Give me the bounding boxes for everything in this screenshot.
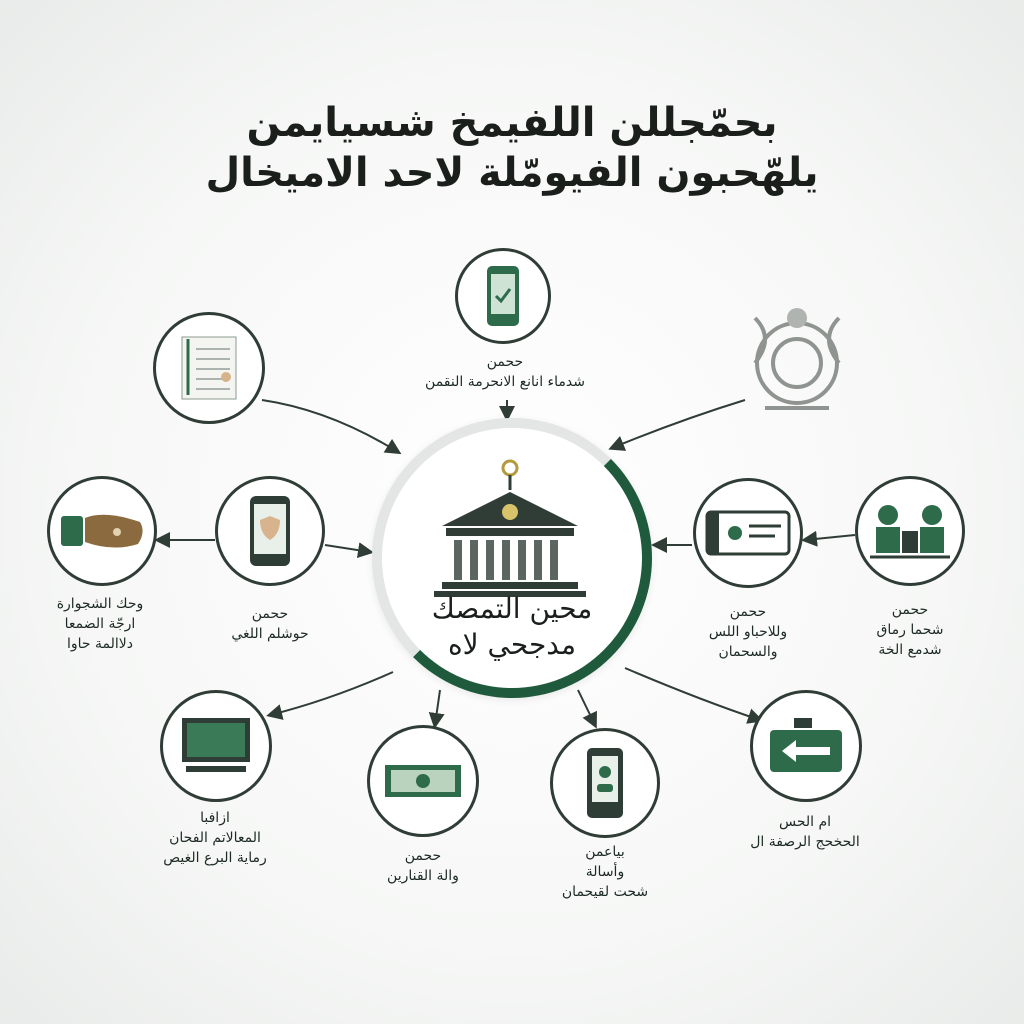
two-people-icon (870, 505, 950, 559)
bank-building-icon (434, 459, 586, 597)
node-phone-shield (215, 476, 325, 586)
monitor-icon (182, 718, 250, 772)
link-emblem (608, 399, 746, 451)
link-document (261, 399, 402, 455)
node-arrow-sign (750, 690, 862, 802)
document-icon (181, 336, 237, 400)
link-monitor (266, 671, 394, 720)
arrow-sign-icon (770, 718, 842, 772)
node-cash-wallet (47, 476, 157, 586)
emblem-icon (735, 298, 860, 428)
node-mobile (550, 728, 660, 838)
link-banknote (428, 689, 445, 729)
link-phone-shield (324, 542, 374, 559)
node-monitor (160, 690, 272, 802)
node-document (153, 312, 265, 424)
banknote-icon (385, 765, 461, 797)
mobile-phone-icon (587, 748, 623, 818)
node-id-card (693, 478, 803, 588)
node-top-phone (455, 248, 551, 344)
id-card-icon (705, 510, 791, 556)
link-mobile (577, 689, 597, 729)
smartphone-check-icon (487, 266, 519, 326)
node-two-people (855, 476, 965, 586)
node-banknote (367, 725, 479, 837)
title-line-2: يلهّحبون الفيومّلة لاحد الاميخال (205, 150, 819, 196)
center-label-2: مدجحي لاه (448, 628, 576, 661)
central-hub (372, 418, 652, 698)
link-people (801, 530, 856, 547)
phone-shield-icon (250, 496, 290, 566)
cash-wallet-icon (61, 514, 143, 548)
center-label-1: محين التمصك (431, 592, 593, 625)
title-line-1: بحمّجللن اللفيمخ شسيايمن (246, 100, 778, 146)
link-arrow-sign (624, 667, 764, 724)
